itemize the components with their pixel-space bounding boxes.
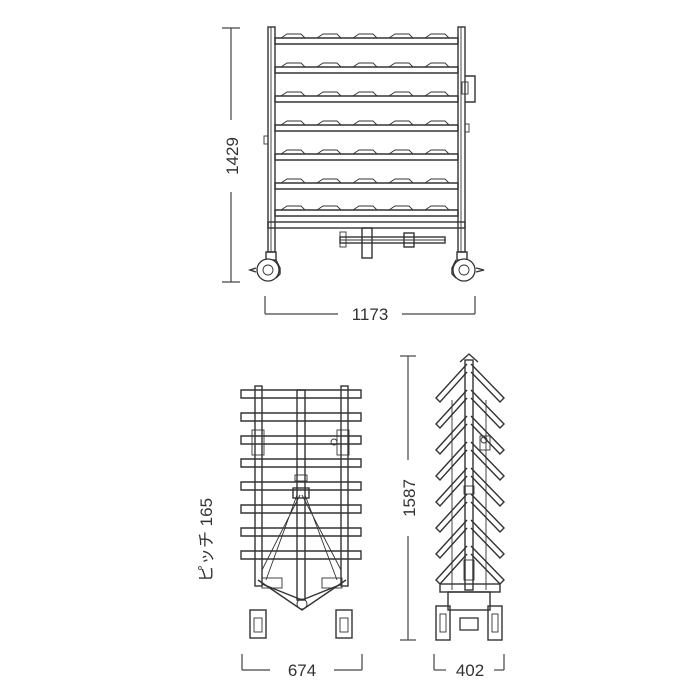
front-caster-left	[247, 251, 281, 282]
front-view: 1429 1173	[222, 26, 485, 324]
side-height-dimension: 1587	[400, 355, 419, 641]
side-depth-dimension: 402	[433, 654, 505, 680]
front-caster-right	[451, 251, 485, 282]
side-height-label: 1587	[400, 479, 419, 517]
end-width-dimension: 674	[241, 654, 363, 680]
front-height-dimension: 1429	[222, 27, 242, 283]
side-blades-right	[470, 363, 505, 585]
end-width-label: 674	[288, 661, 316, 680]
side-blades-left	[435, 363, 468, 586]
side-view: 1587 402	[400, 353, 505, 680]
front-height-label: 1429	[223, 137, 242, 175]
front-shelves	[274, 33, 459, 217]
end-view: ピッチ 165 674	[197, 385, 363, 680]
pitch-label: ピッチ 165	[197, 498, 216, 582]
side-depth-label: 402	[456, 661, 484, 680]
front-width-label: 1173	[352, 305, 389, 324]
end-shelves	[240, 389, 362, 560]
front-width-dimension: 1173	[264, 296, 476, 324]
